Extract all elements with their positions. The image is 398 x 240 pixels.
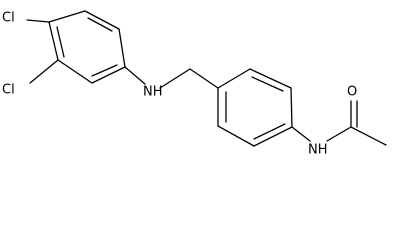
bond-nh-ch2 — [159, 68, 191, 89]
bond-ch2-ring — [189, 68, 219, 89]
dichlorophenyl-ring — [48, 10, 126, 84]
atom-nh-amide: NH — [308, 143, 328, 158]
bond-ring-nh-amide — [291, 126, 311, 142]
atom-o: O — [347, 85, 357, 100]
bond-ring-nh — [124, 66, 146, 85]
atom-cl-top: Cl — [2, 11, 15, 26]
bond-cl-top — [26, 19, 50, 23]
atom-nh-amine: NH — [143, 85, 163, 100]
molecule-structure: Cl Cl NH NH O — [2, 10, 387, 158]
structure-canvas: Cl Cl NH NH O — [2, 10, 387, 158]
bond-nh-carbonyl — [326, 126, 352, 142]
phenylene-ring — [217, 68, 293, 147]
atom-cl-left: Cl — [2, 83, 15, 98]
bond-cl-left — [29, 59, 59, 84]
bond-carbonyl-methyl — [350, 126, 387, 146]
